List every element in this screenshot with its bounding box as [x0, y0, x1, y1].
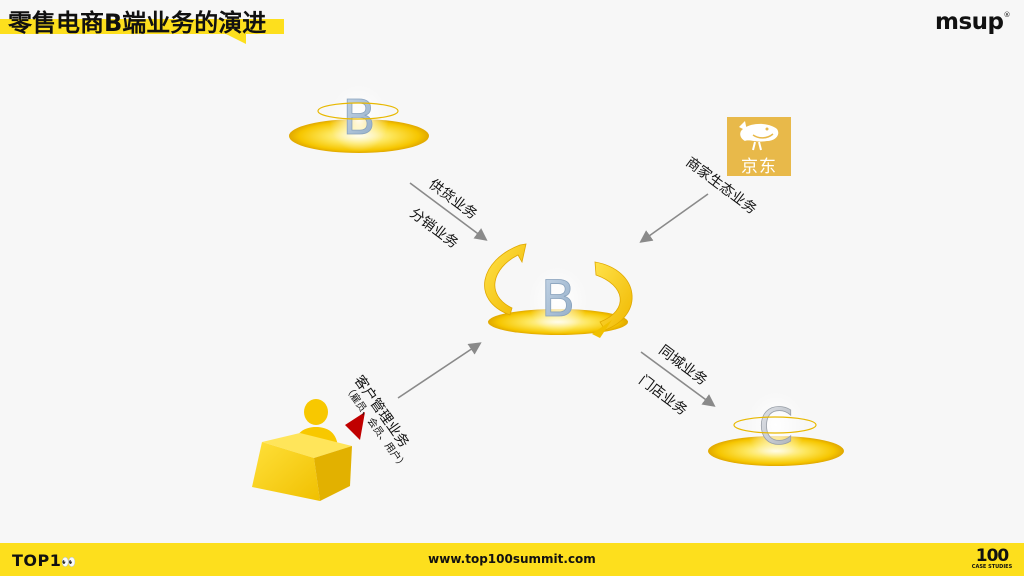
jd-logo: 京东: [727, 117, 791, 177]
top100-logo-text: TOP1: [12, 551, 62, 570]
red-triangle-marker: [345, 412, 365, 440]
footer-bar: TOP1👀 www.top100summit.com 100 CASE STUD…: [0, 543, 1024, 576]
msup-logo: msup®: [935, 9, 1010, 35]
case-studies-logo: 100 CASE STUDIES: [970, 546, 1014, 571]
jd-dog-icon: [739, 121, 779, 151]
top100-logo: TOP1👀: [12, 551, 77, 570]
svg-text:B: B: [343, 90, 376, 146]
page-title: 零售电商B端业务的演进: [8, 9, 267, 37]
eyes-icon: 👀: [61, 555, 77, 569]
node-center-b: B: [484, 243, 633, 338]
arrow-customer-to-center: [397, 342, 482, 399]
svg-text:C: C: [759, 398, 794, 456]
person-at-desk-icon: [252, 399, 352, 501]
title-highlight-tail: [226, 34, 246, 44]
case-studies-number: 100: [975, 546, 1010, 566]
svg-text:B: B: [541, 270, 575, 328]
arrow-top-b-to-center: [409, 182, 488, 241]
rotate-arrow-left: [484, 243, 527, 316]
title-banner: 零售电商B端业务的演进: [0, 0, 300, 48]
registered-mark: ®: [1003, 11, 1011, 19]
node-top-b: B: [289, 84, 429, 153]
node-bottom-c: C: [708, 391, 844, 466]
title-highlight: [0, 19, 284, 34]
footer-url[interactable]: www.top100summit.com: [428, 552, 596, 566]
case-studies-text: CASE STUDIES: [971, 564, 1013, 570]
jd-logo-text: 京东: [741, 157, 777, 177]
logo-text: msup: [935, 9, 1004, 35]
arrow-jd-to-center: [639, 193, 709, 243]
arrow-center-to-c: [640, 351, 716, 407]
